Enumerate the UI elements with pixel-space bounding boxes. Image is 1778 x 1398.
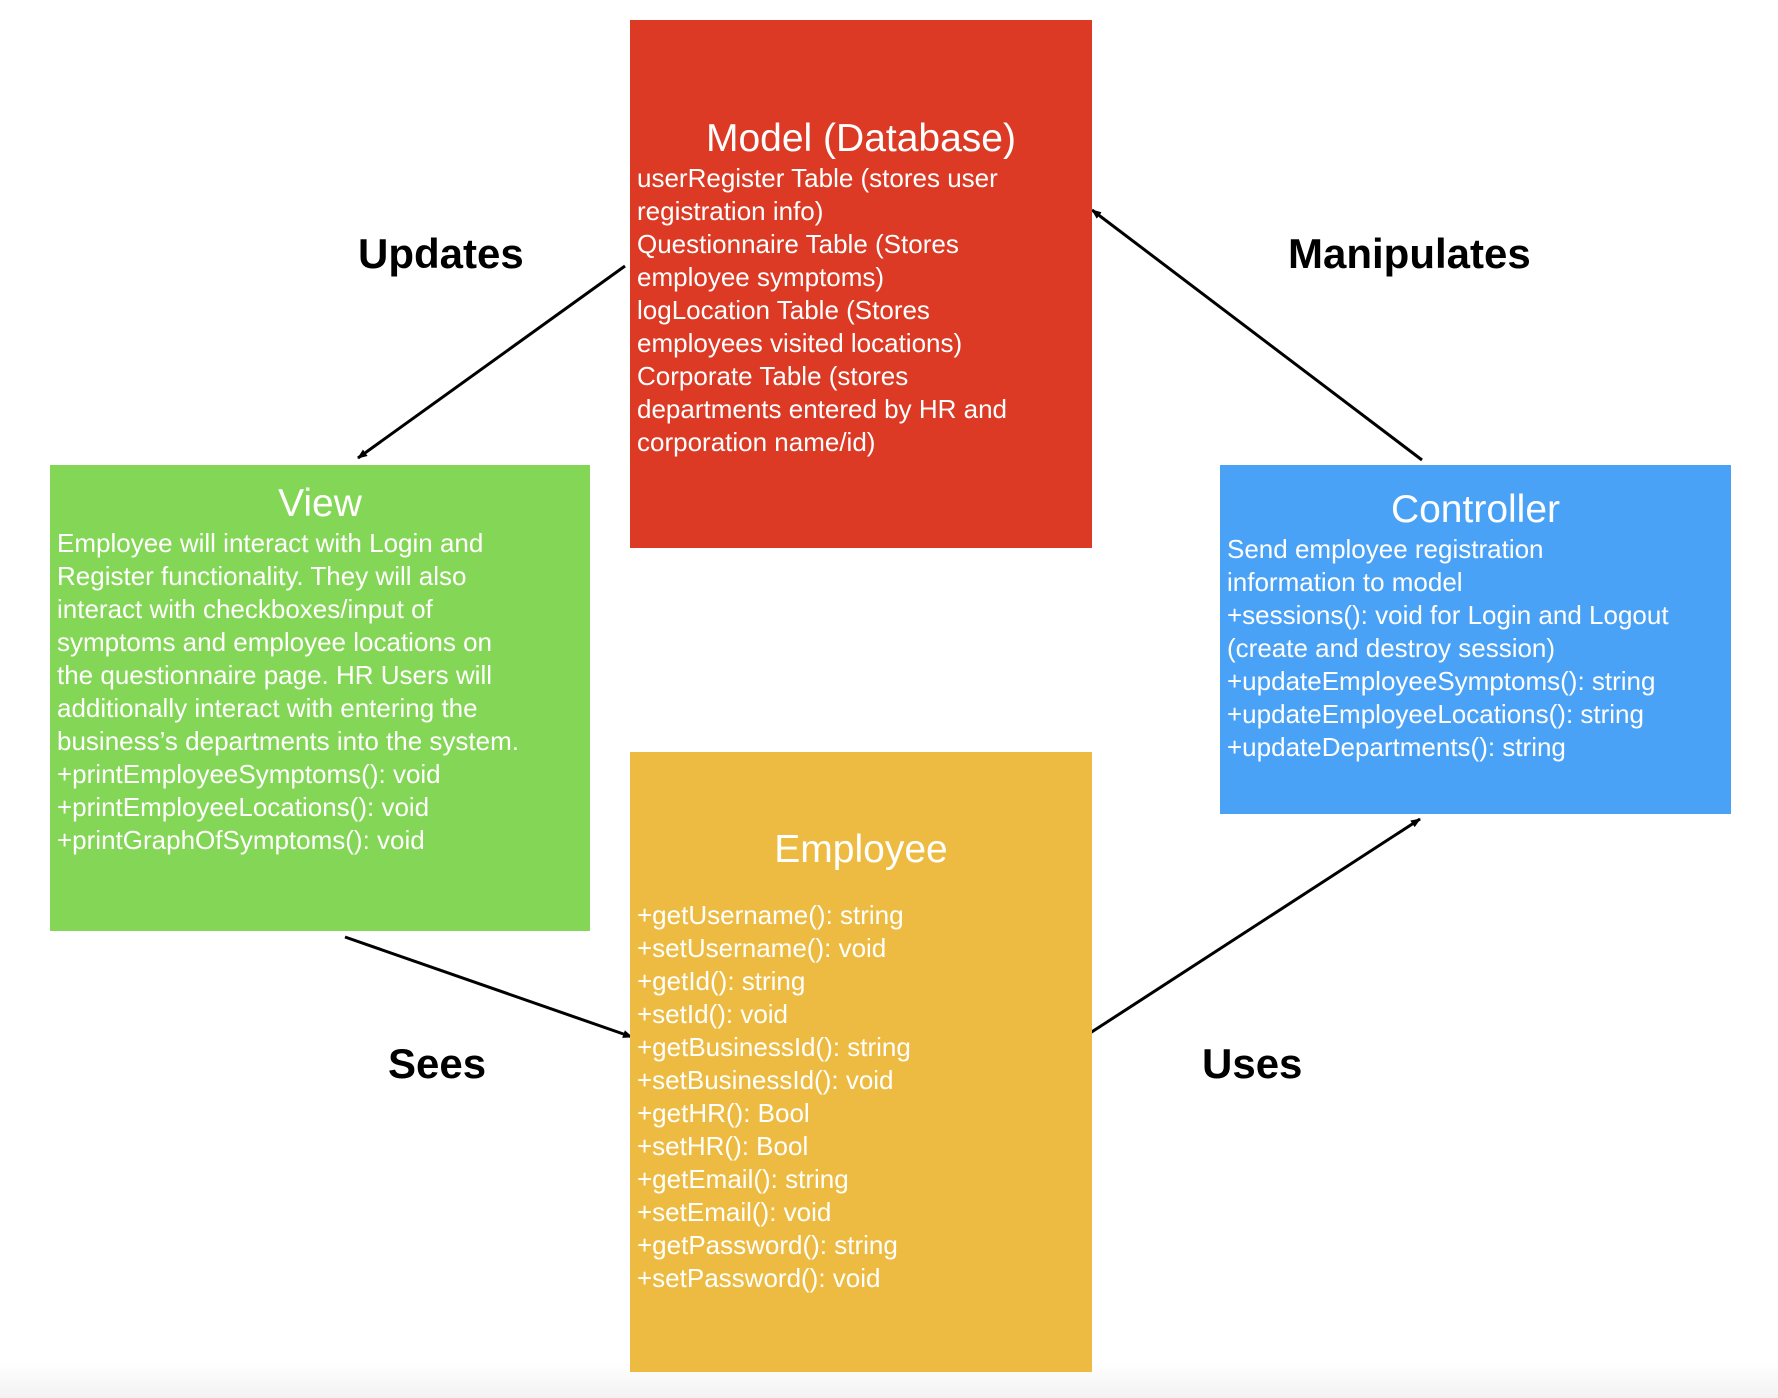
arrow-employee-to-controller bbox=[1086, 817, 1421, 1037]
controller-body: Send employee registration information t… bbox=[1227, 534, 1669, 762]
arrow-controller-to-model bbox=[1091, 208, 1423, 462]
employee-title: Employee bbox=[774, 828, 948, 871]
edge-label-sees: Sees bbox=[388, 1040, 487, 1087]
employee-node: Employee +getUsername(): string +setUser… bbox=[630, 752, 1092, 1372]
view-title: View bbox=[278, 482, 362, 525]
model-node: Model (Database) userRegister Table (sto… bbox=[630, 20, 1092, 548]
employee-body: +getUsername(): string +setUsername(): v… bbox=[637, 900, 911, 1293]
model-body: userRegister Table (stores user registra… bbox=[637, 163, 1007, 457]
view-node: View Employee will interact with Login a… bbox=[50, 465, 590, 931]
edge-label-manipulates: Manipulates bbox=[1288, 230, 1531, 277]
arrow-model-to-view bbox=[357, 264, 626, 460]
edge-label-updates: Updates bbox=[358, 230, 524, 277]
controller-title: Controller bbox=[1390, 488, 1561, 531]
edge-label-uses: Uses bbox=[1202, 1040, 1303, 1087]
arrow-view-to-employee bbox=[344, 935, 633, 1039]
model-title: Model (Database) bbox=[706, 117, 1016, 160]
view-body: Employee will interact with Login and Re… bbox=[57, 528, 519, 855]
controller-node: Controller Send employee registration in… bbox=[1220, 465, 1731, 814]
